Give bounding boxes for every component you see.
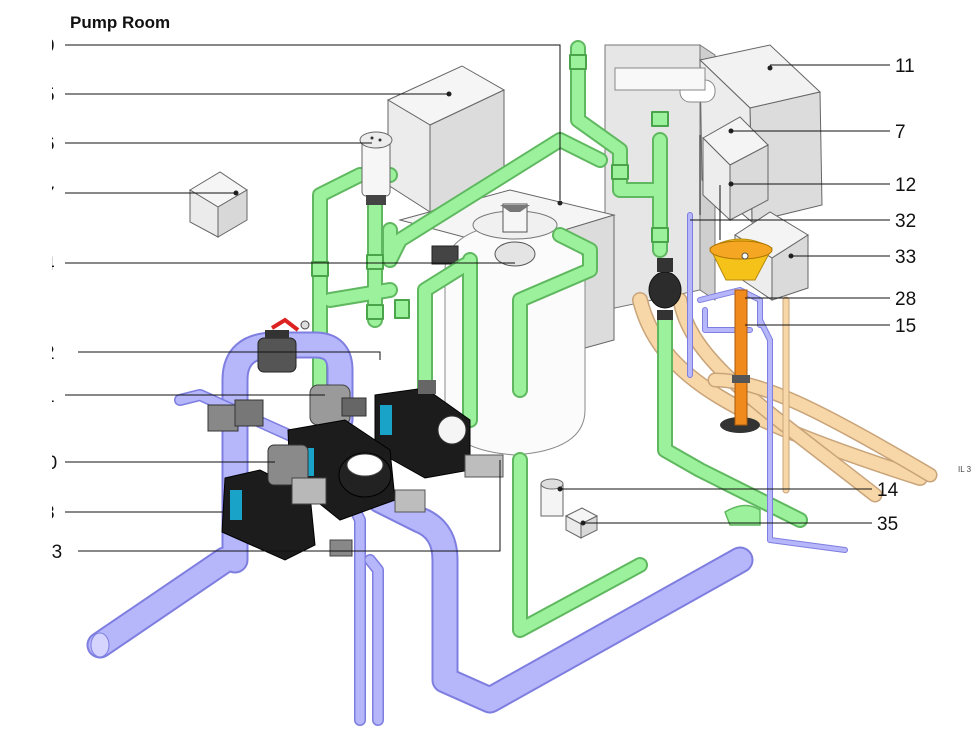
callout-12: 12 bbox=[895, 175, 916, 196]
left-label-clip: 9 5 6 7 4 2 1 10 8 13 bbox=[36, 36, 62, 563]
callout-left-2: 2 bbox=[44, 343, 55, 364]
actuator-valves bbox=[207, 399, 327, 505]
side-note-clip: IL 3 bbox=[958, 465, 972, 474]
callout-left-9: 9 bbox=[44, 36, 55, 57]
page-title: Pump Room bbox=[70, 13, 171, 32]
white-conduit bbox=[614, 67, 716, 103]
inline-fittings bbox=[329, 454, 504, 557]
small-box-7-left bbox=[189, 171, 248, 238]
green-supply-pipes bbox=[311, 40, 808, 638]
callout-left-6: 6 bbox=[44, 134, 55, 155]
eyewash-station bbox=[709, 238, 773, 433]
callout-33: 33 bbox=[895, 247, 916, 268]
callout-15: 15 bbox=[895, 316, 916, 337]
callout-left-4: 4 bbox=[44, 254, 55, 275]
dosing-canister bbox=[359, 131, 393, 205]
callout-14: 14 bbox=[877, 480, 899, 501]
check-valve bbox=[648, 258, 682, 320]
callout-32: 32 bbox=[895, 211, 916, 232]
callout-left-10: 10 bbox=[36, 453, 57, 474]
callout-left-5: 5 bbox=[44, 85, 55, 106]
callout-left-13: 13 bbox=[41, 542, 62, 563]
callout-7: 7 bbox=[895, 122, 906, 143]
side-note: IL 3 bbox=[958, 465, 972, 474]
callout-35: 35 bbox=[877, 514, 898, 535]
callout-left-7: 7 bbox=[44, 184, 55, 205]
small-box-35 bbox=[564, 507, 599, 539]
strainer bbox=[309, 384, 367, 426]
callout-left-8: 8 bbox=[44, 503, 55, 524]
cartridge-filter-14 bbox=[540, 478, 564, 517]
callout-11: 11 bbox=[895, 56, 915, 77]
ball-valve bbox=[257, 317, 310, 373]
leader-lines bbox=[65, 44, 890, 552]
callout-left-1: 1 bbox=[44, 386, 55, 407]
callout-28: 28 bbox=[895, 289, 916, 310]
control-box-7 bbox=[702, 116, 769, 222]
